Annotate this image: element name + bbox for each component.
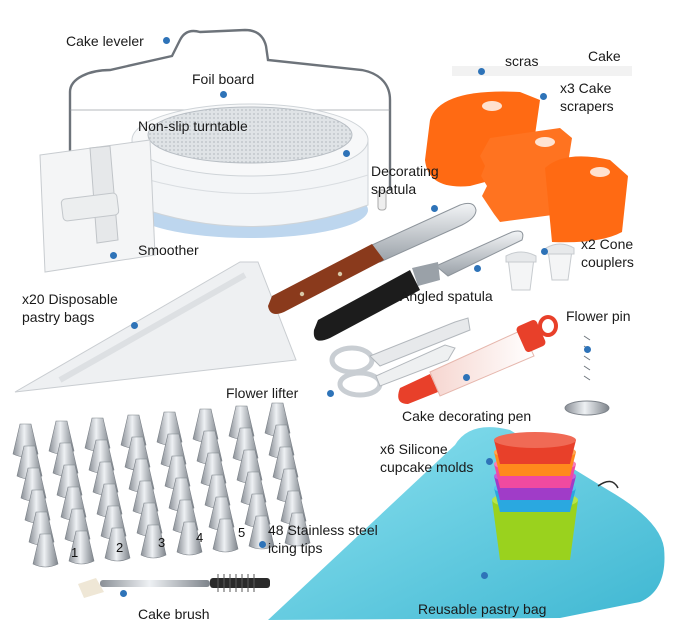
label-decorating-spatula-line1: Decorating — [371, 163, 439, 179]
icing-tips — [12, 402, 311, 568]
marker-smoother — [110, 252, 117, 259]
angled-spatula — [313, 230, 524, 341]
decorating-spatula — [268, 202, 477, 314]
icing-tip — [284, 512, 311, 547]
label-cake-leveler: Cake leveler — [66, 33, 144, 49]
label-cone-couplers-line2: couplers — [581, 254, 634, 270]
label-cake-partial-top: Cake — [588, 48, 621, 64]
marker-cake-scrapers — [540, 93, 547, 100]
label-smoother: Smoother — [138, 242, 199, 258]
label-cake-decorating-pen: Cake decorating pen — [402, 408, 532, 424]
cake-decorating-pen — [398, 315, 558, 404]
icing-tip — [68, 530, 95, 565]
label-cake-brush: Cake brush — [138, 606, 210, 622]
smoother — [39, 139, 156, 273]
label-cupcake-molds-line2: cupcake molds — [380, 459, 474, 475]
tip-number-2: 2 — [116, 540, 124, 555]
label-cone-couplers-line1: x2 Cone — [581, 236, 634, 252]
marker-flower-lifter — [327, 390, 334, 397]
tip-number-1: 1 — [71, 545, 79, 560]
tip-number-5: 5 — [238, 525, 246, 540]
tip-number-4: 4 — [196, 530, 204, 545]
icing-tip — [212, 518, 239, 553]
disposable-pastry-bag — [14, 261, 297, 393]
flower-lifter — [329, 317, 471, 398]
label-decorating-spatula-line2: spatula — [371, 181, 417, 197]
icing-tip — [140, 524, 167, 559]
label-flower-pin: Flower pin — [566, 308, 631, 324]
label-flower-lifter: Flower lifter — [226, 385, 299, 401]
flower-pin — [564, 330, 610, 416]
marker-cake-decorating-pen — [463, 374, 470, 381]
tip-number-3: 3 — [158, 535, 166, 550]
marker-cupcake-molds — [486, 458, 493, 465]
marker-decorating-spatula — [431, 205, 438, 212]
label-disposable-bags-line2: pastry bags — [22, 309, 95, 325]
marker-cone-couplers — [541, 248, 548, 255]
cake-scrapers — [425, 91, 628, 243]
label-non-slip-turntable: Non-slip turntable — [138, 118, 248, 134]
marker-cake-leveler — [163, 37, 170, 44]
label-disposable-bags-line1: x20 Disposable — [22, 291, 118, 307]
cupcake-molds — [492, 432, 578, 560]
label-icing-tips-line1: 48 Stainless steel — [268, 522, 378, 538]
cake-brush — [78, 574, 270, 598]
marker-icing-tips — [259, 541, 266, 548]
icing-tip — [248, 515, 275, 550]
marker-cake-brush — [120, 590, 127, 597]
marker-disposable-bags — [131, 322, 138, 329]
marker-angled-spatula — [474, 265, 481, 272]
icing-tip — [176, 521, 203, 556]
label-cake-scrapers-line1: x3 Cake — [560, 80, 612, 96]
marker-flower-pin — [584, 346, 591, 353]
label-cake-scrapers-line2: scrapers — [560, 98, 614, 114]
icing-tip — [32, 533, 59, 568]
label-scra-partial: scras — [505, 53, 539, 69]
marker-reusable-pastry-bag — [481, 572, 488, 579]
label-reusable-pastry-bag: Reusable pastry bag — [418, 601, 547, 617]
marker-turntable — [343, 150, 350, 157]
turntable — [131, 103, 369, 238]
partial-background-text — [452, 66, 632, 76]
marker-scraper-top — [478, 68, 485, 75]
icing-tip — [104, 527, 131, 562]
label-foil-board: Foil board — [192, 71, 255, 87]
marker-foil-board — [220, 91, 227, 98]
label-cupcake-molds-line1: x6 Silicone — [380, 441, 448, 457]
label-icing-tips-line2: icing tips — [268, 540, 323, 556]
label-angled-spatula: Angled spatula — [400, 288, 493, 304]
cone-couplers — [505, 243, 575, 291]
